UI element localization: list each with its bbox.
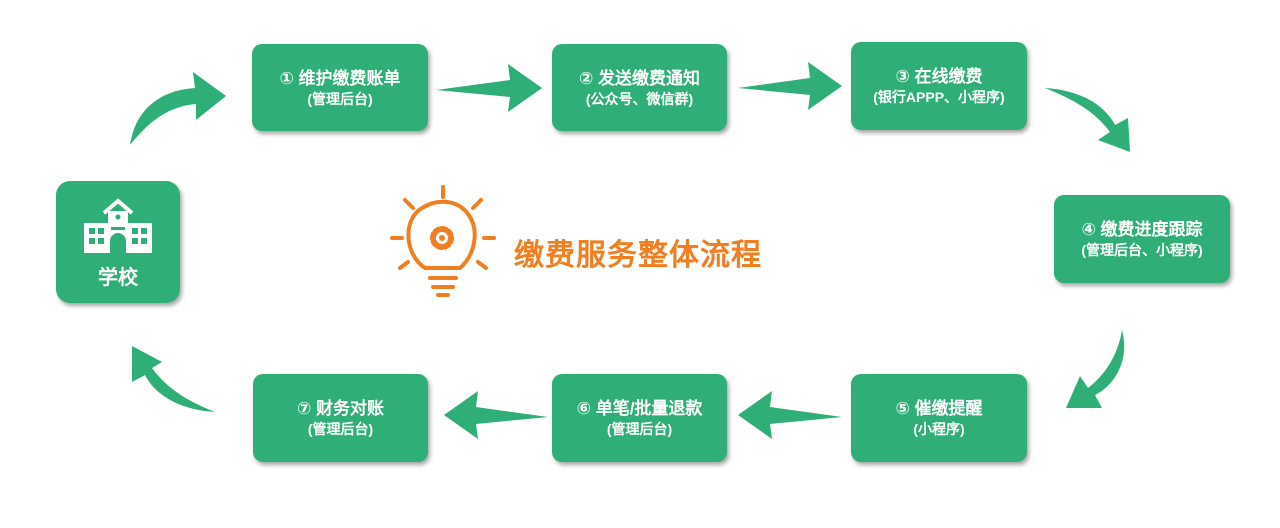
step-7-reconciliation[interactable]: ⑦ 财务对账 (管理后台) — [253, 374, 428, 462]
step-5-payment-reminder[interactable]: ⑤ 催缴提醒 (小程序) — [851, 374, 1027, 462]
step-title: ⑥ 单笔/批量退款 — [576, 399, 703, 418]
school-node: 学校 — [56, 181, 180, 303]
arrow-step3-to-step4 — [1045, 88, 1130, 152]
step-subtitle: (公众号、微信群) — [585, 90, 694, 107]
arrow-school-to-step1 — [130, 72, 226, 145]
step-3-online-payment[interactable]: ③ 在线缴费 (银行APPP、小程序) — [851, 42, 1027, 130]
step-title: ③ 在线缴费 — [895, 67, 983, 86]
school-label: 学校 — [98, 266, 138, 289]
step-4-progress-tracking[interactable]: ④ 缴费进度跟踪 (管理后台、小程序) — [1054, 195, 1230, 283]
diagram-title: 缴费服务整体流程 — [514, 239, 762, 272]
arrow-step4-to-step5 — [1066, 330, 1125, 408]
lightbulb-gear-icon — [390, 185, 496, 297]
step-1-maintain-bill[interactable]: ① 维护缴费账单 (管理后台) — [252, 44, 428, 131]
step-title: ⑦ 财务对账 — [296, 399, 385, 418]
arrow-step7-to-school — [132, 346, 215, 412]
step-subtitle: (银行APPP、小程序) — [873, 89, 1005, 105]
step-6-refund[interactable]: ⑥ 单笔/批量退款 (管理后台) — [552, 374, 727, 462]
step-subtitle: (管理后台) — [307, 90, 373, 107]
step-title: ② 发送缴费通知 — [578, 68, 701, 88]
step-subtitle: (管理后台) — [606, 421, 673, 437]
step-title: ① 维护缴费账单 — [279, 68, 401, 88]
arrow-step2-to-step3 — [738, 62, 842, 110]
step-title: ④ 缴费进度跟踪 — [1081, 220, 1203, 239]
step-subtitle: (管理后台) — [307, 421, 374, 437]
step-title: ⑤ 催缴提醒 — [895, 399, 983, 418]
arrow-step1-to-step2 — [436, 64, 542, 112]
arrow-step6-to-step7 — [444, 391, 548, 439]
step-subtitle: (小程序) — [913, 421, 965, 437]
step-subtitle: (管理后台、小程序) — [1081, 242, 1203, 258]
step-2-send-notice[interactable]: ② 发送缴费通知 (公众号、微信群) — [552, 44, 727, 131]
arrow-step5-to-step6 — [738, 391, 842, 439]
school-building-icon — [84, 197, 152, 253]
